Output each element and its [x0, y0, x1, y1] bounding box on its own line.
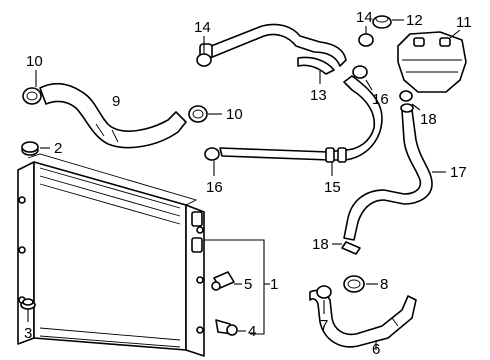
part-3-bushing: [20, 298, 36, 322]
part-10-clamp-right: [188, 105, 222, 123]
callout-14-right: 14: [356, 9, 373, 26]
callout-5: 5: [244, 276, 252, 293]
part-7-clamp: [316, 285, 332, 314]
callout-18-upper: 18: [420, 111, 437, 128]
part-12-reservoir-cap: [372, 15, 404, 29]
callout-16-left: 16: [206, 179, 223, 196]
part-14-clamp-right: [358, 26, 374, 47]
radiator-fins: [39, 167, 181, 348]
callout-6: 6: [372, 341, 380, 358]
radiator: [17, 153, 205, 357]
callout-16-right: 16: [372, 91, 389, 108]
callout-1: 1: [270, 276, 278, 293]
part-17-reservoir-hose: [343, 90, 446, 241]
part-2-bushing: [21, 141, 50, 156]
callout-10-left: 10: [26, 53, 43, 70]
part-4-drain-valve: [215, 319, 246, 336]
part-8-clamp-ring: [343, 275, 378, 293]
callout-17: 17: [450, 164, 467, 181]
callout-18-lower: 18: [312, 236, 329, 253]
callout-3: 3: [24, 325, 32, 342]
part-16-clamp-left: [204, 147, 220, 176]
callout-12: 12: [406, 12, 423, 29]
callout-7: 7: [320, 317, 328, 334]
callout-2: 2: [54, 140, 62, 157]
part-6-lower-hose: [309, 289, 417, 350]
part-9-upper-hose: [39, 82, 187, 149]
part-11-coolant-reservoir: [397, 29, 467, 93]
callout-1-bracket: [204, 239, 270, 335]
part-15-heater-hose: [219, 75, 383, 176]
callout-4: 4: [248, 323, 256, 340]
part-5-sensor: [211, 271, 242, 291]
callout-10-right: 10: [226, 106, 243, 123]
part-18-clamp-lower: [332, 241, 361, 255]
part-14-clamp-left: [196, 36, 212, 67]
callout-13: 13: [310, 87, 327, 104]
part-13-bypass-hose: [199, 23, 347, 84]
callout-14-left: 14: [194, 19, 211, 36]
callout-15: 15: [324, 179, 341, 196]
callout-8: 8: [380, 276, 388, 293]
callout-11: 11: [456, 14, 472, 31]
callout-9: 9: [112, 93, 120, 110]
part-10-clamp-left: [22, 70, 42, 105]
part-16-clamp-right: [352, 65, 373, 91]
